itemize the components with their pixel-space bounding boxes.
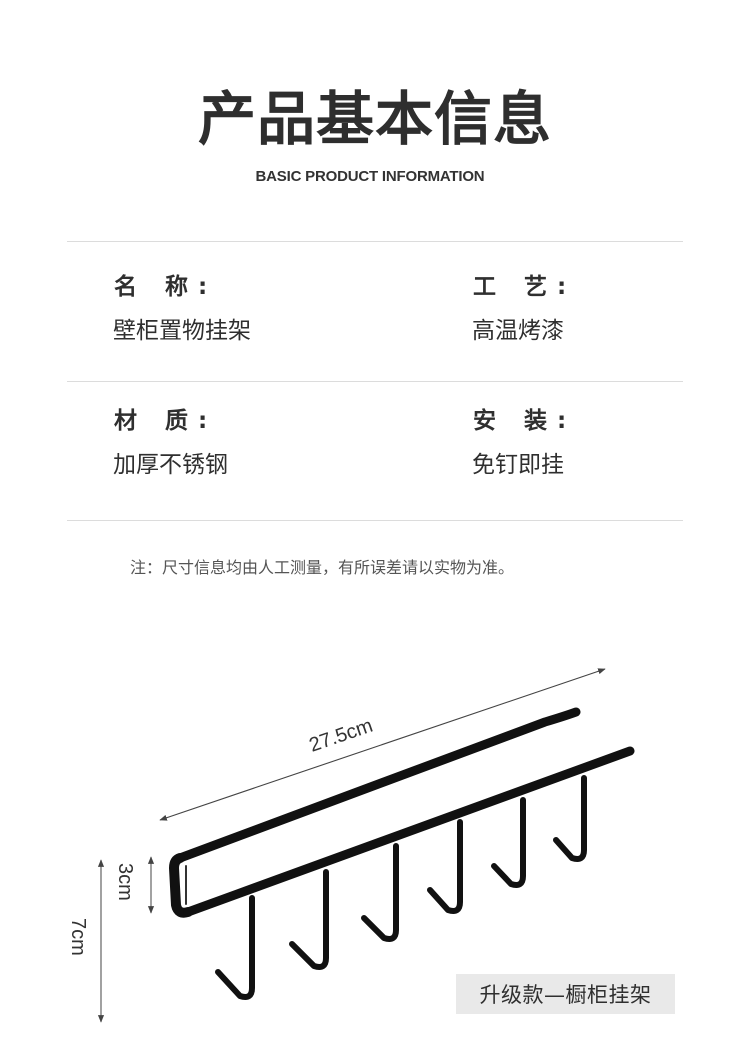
inner-height-label: 3cm bbox=[114, 863, 136, 901]
page-subtitle: BASIC PRODUCT INFORMATION bbox=[255, 168, 485, 185]
measurement-note: 注：尺寸信息均由人工测量，有所误差请以实物为准。 bbox=[130, 558, 515, 577]
spec-craft-value: 高温烤漆 bbox=[472, 318, 564, 344]
total-height-label: 7cm bbox=[67, 918, 89, 956]
divider-bottom bbox=[67, 520, 683, 521]
product-caption: 升级款—橱柜挂架 bbox=[479, 983, 652, 1007]
divider-middle bbox=[67, 381, 683, 382]
product-dimension-diagram: 27.5cm 7cm 3cm bbox=[67, 668, 635, 1023]
product-caption-box: 升级款—橱柜挂架 bbox=[456, 974, 675, 1014]
spec-name-value: 壁柜置物挂架 bbox=[113, 318, 251, 344]
spec-install-label: 安 装: bbox=[473, 408, 577, 434]
spec-install-value: 免钉即挂 bbox=[472, 452, 564, 478]
spec-name-label: 名 称: bbox=[114, 274, 218, 300]
hanger-rack-illustration bbox=[169, 707, 635, 1000]
spec-material-label: 材 质: bbox=[114, 408, 218, 434]
spec-craft-label: 工 艺: bbox=[473, 274, 577, 300]
length-dimension-arrow bbox=[159, 668, 606, 821]
spec-material-value: 加厚不锈钢 bbox=[113, 452, 228, 478]
divider-top bbox=[67, 241, 683, 242]
page-title: 产品基本信息 bbox=[197, 85, 552, 153]
